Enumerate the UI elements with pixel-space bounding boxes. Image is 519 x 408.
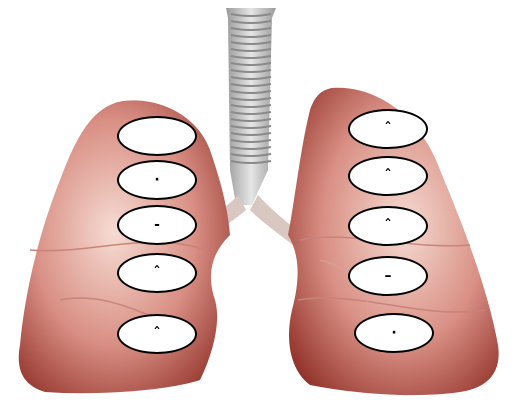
right-label-oval-2[interactable]: ˆ: [348, 156, 428, 196]
right-label-mark-4: –: [385, 269, 392, 283]
right-label-oval-3[interactable]: ˆ: [348, 206, 428, 246]
right-label-oval-5[interactable]: ·: [354, 313, 434, 353]
left-label-mark-3: -: [154, 218, 160, 232]
right-label-oval-4[interactable]: –: [348, 256, 428, 296]
left-label-oval-3[interactable]: -: [117, 205, 197, 245]
left-label-oval-4[interactable]: ˆ: [117, 253, 197, 293]
right-label-oval-1[interactable]: ˆ: [348, 109, 428, 149]
left-label-mark-2: ·: [154, 173, 159, 187]
left-label-oval-1[interactable]: [117, 116, 197, 156]
right-label-mark-3: ˆ: [385, 219, 392, 233]
right-label-mark-2: ˆ: [385, 169, 392, 183]
left-label-mark-5: ˆ: [154, 327, 161, 341]
left-label-oval-2[interactable]: ·: [117, 160, 197, 200]
right-label-mark-1: ˆ: [385, 122, 392, 136]
left-label-oval-5[interactable]: ˆ: [117, 314, 197, 354]
left-label-mark-4: ˆ: [154, 266, 161, 280]
right-label-mark-5: ·: [391, 326, 396, 340]
